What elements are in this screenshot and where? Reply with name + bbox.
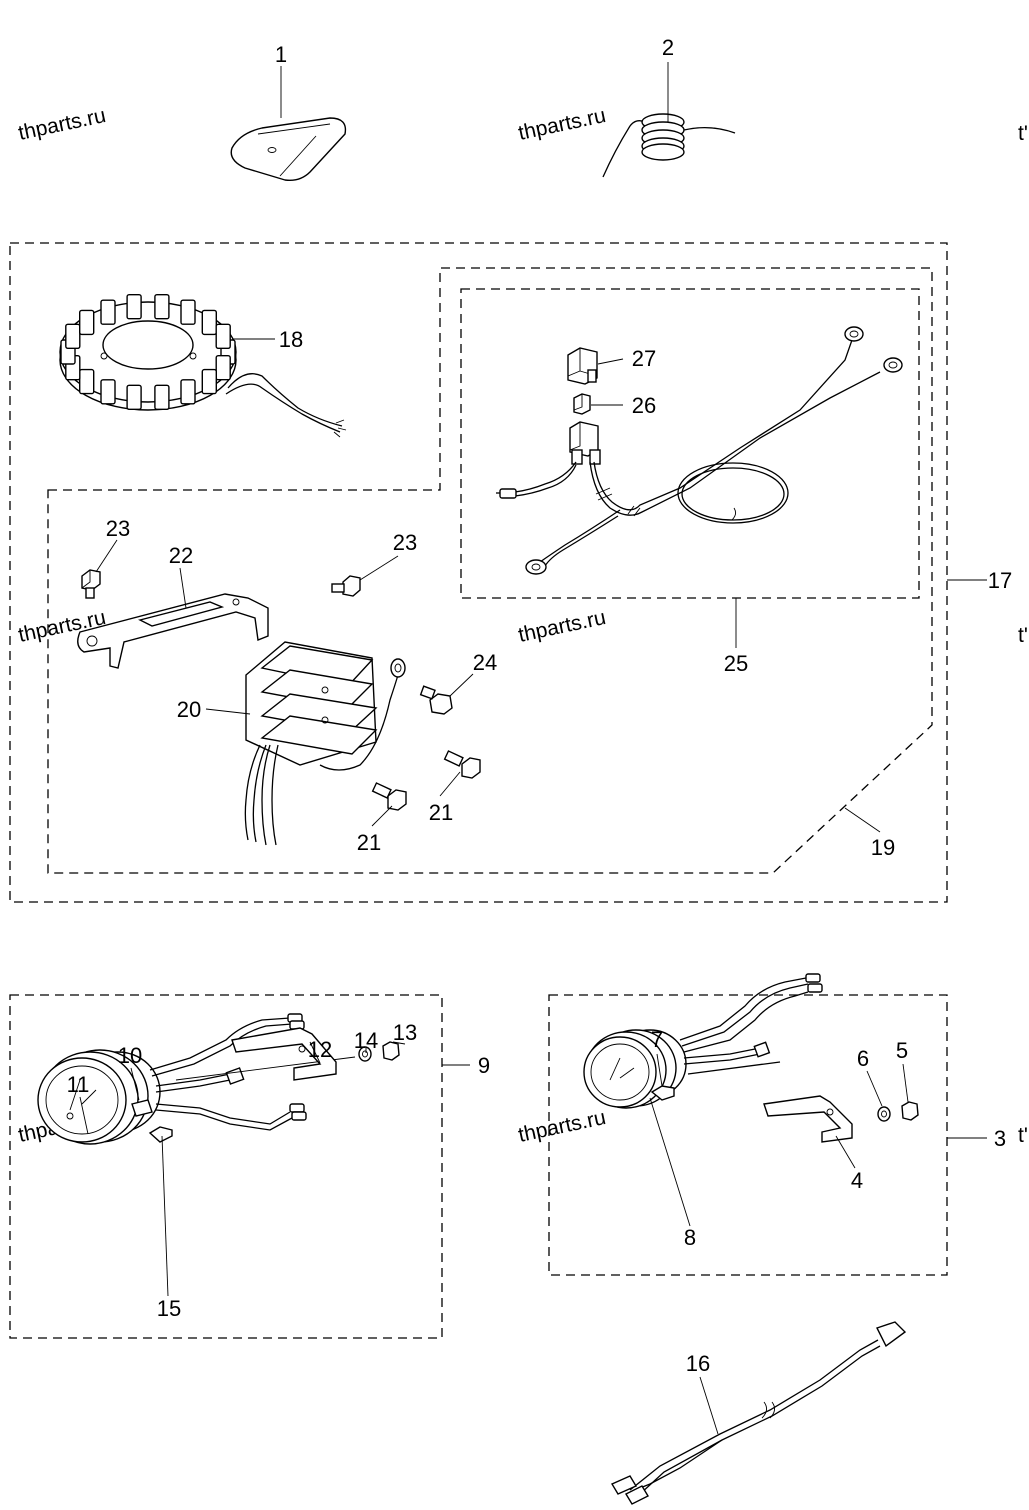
- callout-22: 22: [169, 543, 193, 568]
- leader-24: [449, 673, 474, 697]
- pad-part: [230, 117, 347, 182]
- callout-21-right: 21: [429, 800, 453, 825]
- stator-tooth: [78, 368, 95, 395]
- leader-13: [392, 1041, 406, 1045]
- callout-25: 25: [724, 651, 748, 676]
- cable-16-part: [610, 1321, 907, 1505]
- callout-11: 11: [67, 1072, 90, 1097]
- callout-23-right: 23: [393, 530, 417, 555]
- stator-tooth: [201, 309, 218, 336]
- callout-12: 12: [308, 1037, 332, 1062]
- leader-7: [656, 1053, 663, 1087]
- bolt-23-right: [331, 575, 361, 597]
- rectifier-part: [244, 641, 406, 846]
- leader-4: [835, 1135, 856, 1169]
- stator-tooth: [154, 294, 170, 320]
- leader-8: [649, 1097, 691, 1227]
- leader-5: [902, 1063, 909, 1103]
- harness-part: [496, 326, 903, 575]
- watermark: thparts.ru: [516, 606, 608, 647]
- gauge-9-assembly: [37, 1013, 400, 1145]
- leader-27: [597, 358, 624, 365]
- stator-tooth: [180, 299, 196, 325]
- leader-21b: [371, 805, 393, 827]
- callout-7: 7: [651, 1027, 663, 1052]
- callout-2: 2: [662, 35, 674, 60]
- watermark: thparts.ru: [516, 1106, 608, 1147]
- leader-22: [179, 567, 187, 609]
- callout-8: 8: [684, 1225, 696, 1250]
- box-3: [548, 994, 948, 1276]
- callout-23-left: 23: [106, 516, 130, 541]
- stator-tooth: [126, 294, 142, 320]
- callout-13: 13: [393, 1020, 417, 1045]
- callout-4: 4: [851, 1168, 863, 1193]
- leader-20: [205, 708, 251, 715]
- leader-16: [699, 1376, 719, 1435]
- callout-15: 15: [157, 1296, 181, 1321]
- leader-10: [130, 1067, 140, 1101]
- bracket-part: [77, 593, 269, 669]
- coil-part: [602, 113, 736, 178]
- leader-21a: [439, 771, 461, 797]
- watermark-clipped: t': [1018, 624, 1028, 647]
- stator-tooth: [65, 323, 81, 349]
- watermark: thparts.ru: [16, 104, 108, 145]
- bolt-23-left: [81, 569, 101, 599]
- box-25: [460, 288, 920, 599]
- callout-18: 18: [279, 327, 303, 352]
- leader-23b: [359, 555, 399, 581]
- leader-19: [844, 807, 881, 833]
- box-17: [9, 242, 948, 903]
- stator-tooth: [100, 379, 116, 405]
- callout-5: 5: [896, 1038, 908, 1063]
- group-boxes: [9, 242, 948, 1339]
- stator-teeth: [60, 294, 236, 410]
- callout-19: 19: [871, 835, 895, 860]
- callout-17: 17: [988, 568, 1012, 593]
- leader-12: [309, 1041, 321, 1064]
- bolt-21-right: [443, 750, 481, 779]
- watermark-clipped: t': [1018, 1124, 1028, 1147]
- stator-tooth: [100, 299, 116, 325]
- stator-tooth: [201, 368, 218, 395]
- gauge-3-assembly: [583, 973, 919, 1143]
- callouts: 1 2 3 4 5 6 7 8 9 10 11 12 13 14 15 16 1…: [67, 35, 1013, 1376]
- leader-23a: [95, 539, 118, 573]
- leader-11: [79, 1096, 89, 1135]
- callout-26: 26: [632, 393, 656, 418]
- callout-14: 14: [354, 1028, 378, 1053]
- stator-tooth: [126, 384, 142, 410]
- bolt-21-left: [371, 782, 407, 811]
- callout-6: 6: [857, 1046, 869, 1071]
- leader-15: [161, 1135, 169, 1297]
- callout-9: 9: [478, 1053, 490, 1078]
- stator-tooth: [154, 384, 170, 410]
- callout-3: 3: [994, 1126, 1006, 1151]
- stator-tooth: [215, 323, 231, 349]
- leader-lines: [79, 62, 987, 1435]
- stator-tooth: [215, 355, 231, 381]
- callout-24: 24: [473, 650, 497, 675]
- callout-20: 20: [177, 697, 201, 722]
- callout-10: 10: [118, 1043, 142, 1068]
- callout-21-left: 21: [357, 830, 381, 855]
- watermark: thparts.ru: [516, 104, 608, 145]
- callout-16: 16: [686, 1351, 710, 1376]
- relay-part: [567, 347, 598, 385]
- fuse-part: [573, 393, 591, 415]
- bolt-24: [419, 685, 453, 715]
- box-19: [47, 267, 933, 874]
- callout-27: 27: [632, 346, 656, 371]
- watermark-clipped: t': [1018, 122, 1028, 145]
- stator-part: [59, 294, 347, 438]
- box-9: [9, 994, 443, 1339]
- leader-6: [866, 1070, 883, 1107]
- callout-1: 1: [275, 42, 287, 67]
- stator-tooth: [78, 309, 95, 336]
- stator-tooth: [180, 379, 196, 405]
